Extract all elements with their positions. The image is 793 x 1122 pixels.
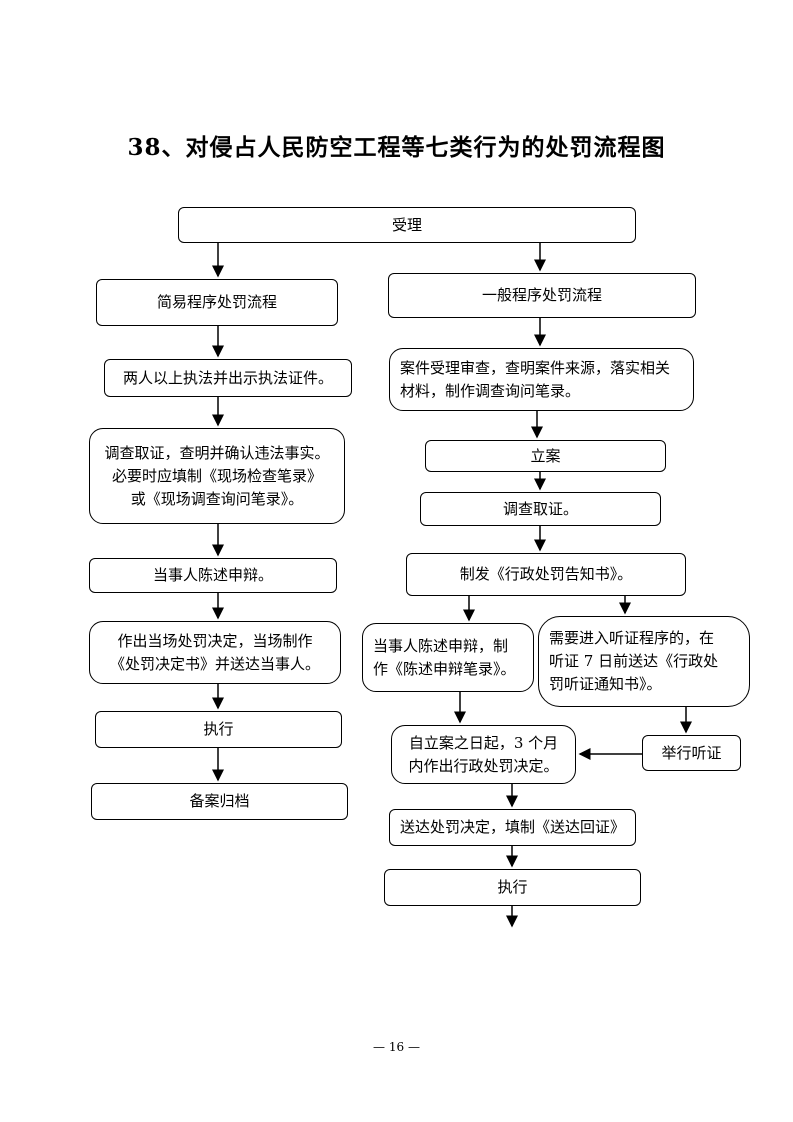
general-step-hearing-notice: 需要进入听证程序的，在 听证 7 日前送达《行政处 罚听证通知书》。 <box>538 616 750 707</box>
page-title: 38、对侵占人民防空工程等七类行为的处罚流程图 <box>127 134 666 161</box>
general-step-register: 立案 <box>425 440 666 472</box>
general-step-investigation: 调查取证。 <box>420 492 661 526</box>
general-step-review: 案件受理审查，查明案件来源，落实相关 材料，制作调查询问笔录。 <box>389 348 694 411</box>
accept-box: 受理 <box>178 207 636 243</box>
simple-step-investigation: 调查取证，查明并确认违法事实。 必要时应填制《现场检查笔录》 或《现场调查询问笔… <box>89 428 345 524</box>
simple-step-enforcement: 两人以上执法并出示执法证件。 <box>104 359 352 397</box>
general-step-hearing: 举行听证 <box>642 735 741 771</box>
general-step-notice: 制发《行政处罚告知书》。 <box>406 553 686 596</box>
simple-procedure-header: 简易程序处罚流程 <box>96 279 338 326</box>
simple-step-defense: 当事人陈述申辩。 <box>89 558 337 593</box>
general-procedure-header: 一般程序处罚流程 <box>388 273 696 318</box>
simple-step-execute: 执行 <box>95 711 342 748</box>
simple-step-archive: 备案归档 <box>91 783 348 820</box>
general-step-decision: 自立案之日起，3 个月 内作出行政处罚决定。 <box>391 725 576 784</box>
page-number: — 16 — <box>373 1040 420 1054</box>
simple-step-decision: 作出当场处罚决定，当场制作 《处罚决定书》并送达当事人。 <box>89 621 341 684</box>
general-step-delivery: 送达处罚决定，填制《送达回证》 <box>389 809 636 846</box>
general-step-defense: 当事人陈述申辩，制 作《陈述申辩笔录》。 <box>362 623 534 692</box>
accept-label: 受理 <box>391 215 422 234</box>
general-step-execute: 执行 <box>384 869 641 906</box>
